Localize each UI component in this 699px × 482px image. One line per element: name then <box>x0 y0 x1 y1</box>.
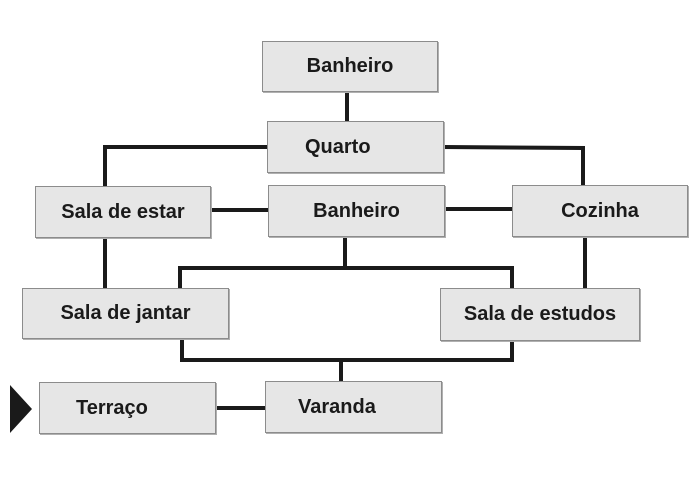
room-banheiro-top: Banheiro <box>262 41 438 92</box>
room-sala-de-jantar: Sala de jantar <box>22 288 229 339</box>
room-sala-de-estar: Sala de estar <box>35 186 211 238</box>
room-label: Sala de jantar <box>60 302 191 324</box>
room-label: Cozinha <box>561 199 639 222</box>
connector-quarto-cozinha <box>441 144 585 187</box>
room-label: Sala de estar <box>61 200 185 223</box>
connector-quarto-sala-estar <box>103 145 269 188</box>
room-cozinha: Cozinha <box>512 185 688 237</box>
room-banheiro-center: Banheiro <box>268 185 445 237</box>
connector-branch-sala-estudos <box>343 266 514 290</box>
connector-sala-jantar-varanda-join <box>180 337 514 362</box>
room-label: Quarto <box>305 135 371 158</box>
room-label: Banheiro <box>313 199 400 222</box>
room-label: Terraço <box>76 396 148 419</box>
room-terraco: Terraço <box>39 382 216 434</box>
room-sala-de-estudos: Sala de estudos <box>440 288 640 341</box>
entry-arrow-icon <box>10 385 32 433</box>
room-quarto: Quarto <box>267 121 444 173</box>
room-label: Banheiro <box>306 55 394 77</box>
room-label: Varanda <box>298 395 376 418</box>
connector-branch-sala-jantar <box>178 266 347 290</box>
room-label: Sala de estudos <box>463 303 617 325</box>
room-varanda: Varanda <box>265 381 442 433</box>
